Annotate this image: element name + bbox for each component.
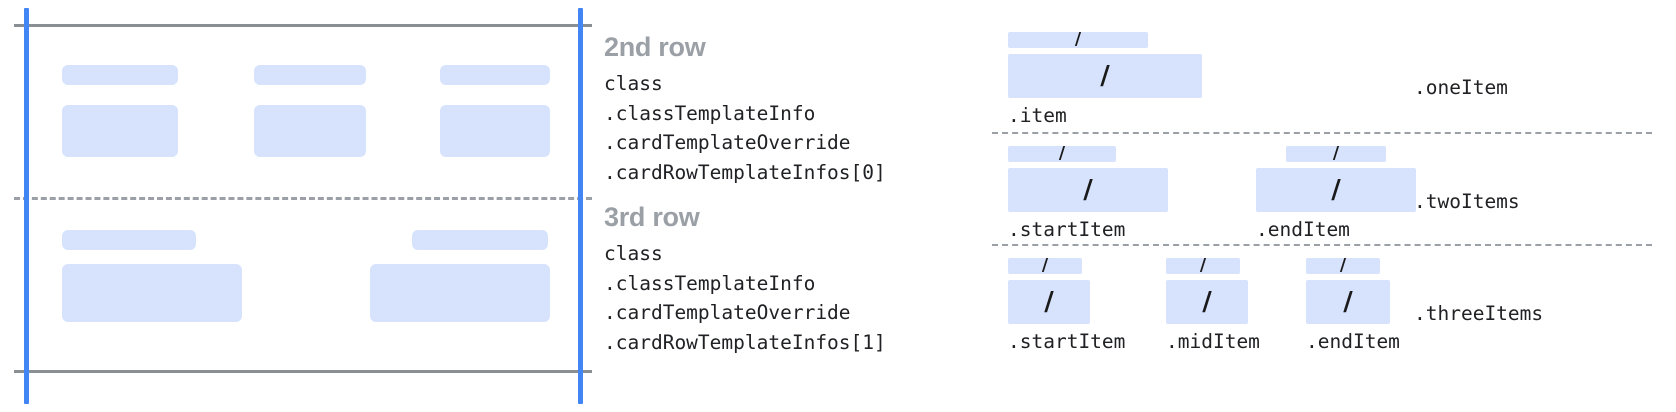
variant-slot: / / .midItem <box>1166 258 1260 353</box>
body-placeholder <box>254 105 366 157</box>
slash-glyph-icon: / <box>1074 32 1082 48</box>
title-placeholder <box>440 65 550 85</box>
item-layout-variants: / / .item .oneItem / / .startItem / / <box>990 0 1676 412</box>
class-path-line: .cardTemplateOverride <box>604 131 851 154</box>
slot-caption: .endItem <box>1256 218 1350 241</box>
item-title-bar: / <box>1008 258 1082 274</box>
title-placeholder <box>62 65 178 85</box>
class-path-line: .classTemplateInfo <box>604 271 816 295</box>
slot-caption: .startItem <box>1008 218 1126 241</box>
slash-glyph-icon: / <box>1332 146 1340 162</box>
body-placeholder <box>62 264 242 322</box>
variant-label: .twoItems <box>1414 190 1520 213</box>
title-placeholder <box>254 65 366 85</box>
item-body-bar: / <box>1256 168 1416 212</box>
item-title-bar: / <box>1008 32 1148 48</box>
slot-caption: .startItem <box>1008 330 1126 353</box>
row-divider-dashed <box>14 197 592 200</box>
item-body-bar: / <box>1008 168 1168 212</box>
row-heading: 2nd row <box>604 32 706 62</box>
card-bottom-border <box>14 370 592 373</box>
body-placeholder <box>370 264 550 322</box>
variant-three-items: / / .startItem / / .midItem / / .endItem <box>990 244 1676 364</box>
card-row-template-preview <box>0 0 592 412</box>
class-block-second-row: 2nd row class .classTemplateInfo .cardTe… <box>604 30 886 187</box>
class-path-line: .classTemplateInfo <box>604 101 816 125</box>
item-title-bar: / <box>1166 258 1240 274</box>
item-body-bar: / <box>1008 280 1090 324</box>
variant-divider-dashed <box>992 132 1652 134</box>
slot-caption: .item <box>1008 104 1067 127</box>
card-top-border <box>14 24 592 27</box>
slash-glyph-icon: / <box>1044 287 1054 317</box>
variant-two-items: / / .startItem / / .endItem .twoItems <box>990 132 1676 244</box>
class-path-column: 2nd row class .classTemplateInfo .cardTe… <box>604 0 984 412</box>
title-placeholder <box>62 230 196 250</box>
slash-glyph-icon: / <box>1058 146 1066 162</box>
left-margin-guide <box>24 8 29 404</box>
slash-glyph-icon: / <box>1083 175 1093 205</box>
class-path-line: .cardTemplateOverride <box>604 301 851 324</box>
item-title-bar: / <box>1286 146 1386 162</box>
variant-slot: / / .endItem <box>1256 146 1416 241</box>
variant-label: .oneItem <box>1414 76 1508 99</box>
item-body-bar: / <box>1306 280 1390 324</box>
variant-divider-dashed <box>992 244 1652 246</box>
item-body-bar: / <box>1166 280 1248 324</box>
variant-slot: / / .startItem <box>1008 258 1126 353</box>
variant-slot: / / .item <box>1008 32 1202 127</box>
class-path-line: class <box>604 242 663 265</box>
slot-caption: .midItem <box>1166 330 1260 353</box>
item-body-bar: / <box>1008 54 1202 98</box>
variant-slot: / / .startItem <box>1008 146 1168 241</box>
variant-label: .threeItems <box>1414 302 1544 325</box>
slot-caption: .endItem <box>1306 330 1400 353</box>
class-path-line: class <box>604 72 663 95</box>
class-path-line: .cardRowTemplateInfos[0] <box>604 160 886 184</box>
row-heading: 3rd row <box>604 202 700 232</box>
class-block-third-row: 3rd row class .classTemplateInfo .cardTe… <box>604 200 886 357</box>
item-title-bar: / <box>1306 258 1380 274</box>
slash-glyph-icon: / <box>1202 287 1212 317</box>
variant-one-item: / / .item .oneItem <box>990 18 1676 130</box>
slash-glyph-icon: / <box>1041 258 1049 274</box>
class-path-line: .cardRowTemplateInfos[1] <box>604 330 886 354</box>
slash-glyph-icon: / <box>1331 175 1341 205</box>
slash-glyph-icon: / <box>1100 61 1110 91</box>
right-margin-guide <box>578 8 583 404</box>
slash-glyph-icon: / <box>1343 287 1353 317</box>
slash-glyph-icon: / <box>1199 258 1207 274</box>
body-placeholder <box>440 105 550 157</box>
variant-slot: / / .endItem <box>1306 258 1400 353</box>
body-placeholder <box>62 105 178 157</box>
slash-glyph-icon: / <box>1339 258 1347 274</box>
item-title-bar: / <box>1008 146 1116 162</box>
title-placeholder <box>412 230 548 250</box>
